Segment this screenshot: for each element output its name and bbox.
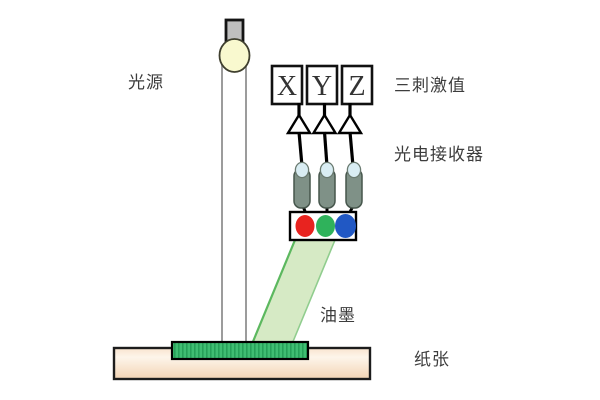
red-filter [295,215,315,237]
paper-label: 纸张 [414,350,450,370]
amplifier-triangle-z [336,112,364,135]
tristimulus-values-label: 三刺激值 [394,76,466,96]
channel-z-letter: Z [348,71,365,102]
ink-label: 油墨 [320,306,356,326]
tristimulus-box-z [340,64,374,106]
photocell-window-y [319,161,335,179]
photocell-window-z [346,161,362,179]
channel-y-letter: Y [312,71,332,102]
light-source-label: 光源 [128,73,164,93]
blue-filter [335,214,356,238]
lamp-bulb [218,38,251,73]
lead-amplifier-to-photocell-y [322,131,329,167]
amplifier-triangle-y [311,112,338,135]
ink-patch [170,340,310,361]
lead-amplifier-to-photocell-x [297,131,304,167]
tristimulus-box-x [270,64,304,106]
lead-amplifier-to-photocell-z [348,131,355,167]
reflected-light-beam [252,240,335,344]
amplifier-triangle-x [285,112,313,135]
channel-x-letter: X [277,71,297,102]
green-filter [316,215,335,237]
beam-right-edge [291,239,336,345]
photocell-window-x [294,161,310,179]
photoelectric-receiver-label: 光电接收器 [394,145,484,165]
beam-left-edge [250,239,297,345]
tristimulus-box-y [305,64,339,106]
